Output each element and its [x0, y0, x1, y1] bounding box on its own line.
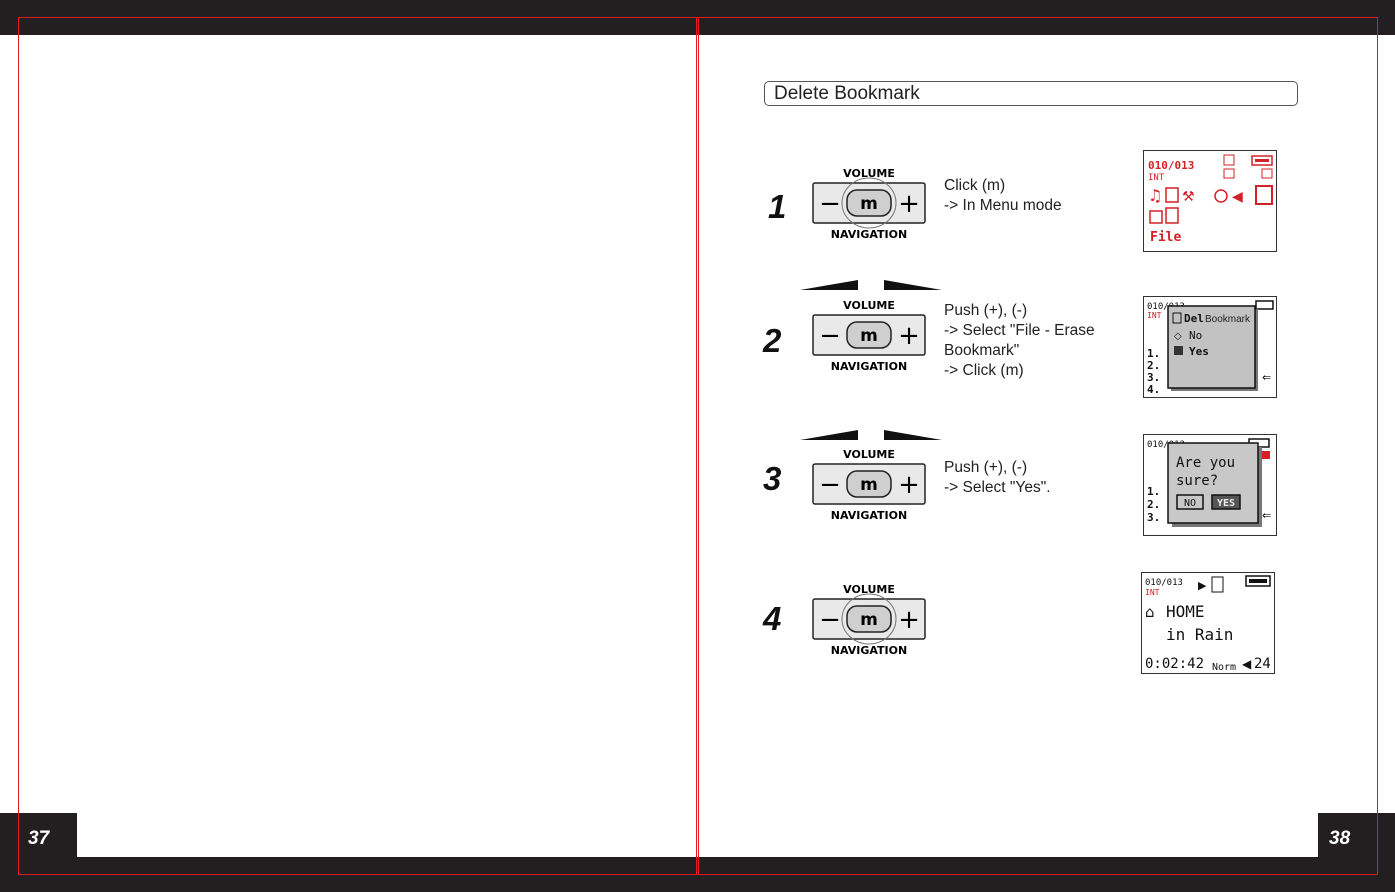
knob-minus: − [819, 470, 841, 500]
card-icon [1262, 169, 1272, 178]
step-number-3: 3 [763, 460, 781, 498]
volume-icon: ◀ [1242, 657, 1252, 671]
doc-icon [1166, 208, 1178, 223]
instruction-line: Push (+), (-) [944, 458, 1051, 478]
page-number-right: 38 [1318, 813, 1395, 857]
list-prefix-3: 3. [1147, 511, 1160, 524]
volume-navigation-knob-2: VOLUME − m + NAVIGATION [806, 292, 936, 382]
arrow-right-icon [884, 280, 942, 290]
speaker-icon: ◀ [1232, 189, 1243, 205]
clock-icon [1215, 190, 1227, 202]
direction-arrows-step3 [800, 426, 942, 442]
eq-mode: Norm [1212, 662, 1236, 673]
lcd-screen-confirm: 010/013 1. 2. 3. ⇐ Are you sure? NO YES [1143, 434, 1277, 536]
instruction-line: -> Select "File - Erase [944, 321, 1095, 341]
knob-m-label: m [860, 475, 878, 495]
spine-line-a [696, 17, 697, 875]
instruction-line: Bookmark" [944, 341, 1095, 361]
dialog-title: Bookmark [1205, 314, 1251, 325]
option-no-label: No [1189, 329, 1202, 342]
song-title-line-2: in Rain [1166, 625, 1233, 644]
step-number-1: 1 [768, 188, 786, 226]
arrow-right-icon [884, 430, 942, 440]
trim-line-right [1377, 17, 1378, 875]
knob-plus: + [898, 605, 920, 635]
knob-navigation-label: NAVIGATION [831, 360, 907, 373]
knob-plus: + [898, 189, 920, 219]
volume-navigation-knob-1: VOLUME − m + NAVIGATION [806, 160, 936, 250]
knob-volume-label: VOLUME [843, 299, 895, 312]
arrow-left-icon [800, 430, 858, 440]
trim-line-left [18, 17, 19, 875]
instruction-line: Click (m) [944, 176, 1062, 196]
repeat-icon [1212, 577, 1223, 592]
grid-icon [1166, 188, 1178, 202]
repeat-icon [1224, 169, 1234, 178]
step-number-4: 4 [763, 600, 781, 638]
list-prefix-4: 4. [1147, 383, 1160, 396]
list-prefix-2: 2. [1147, 498, 1160, 511]
volume-navigation-knob-3: VOLUME − m + NAVIGATION [806, 441, 936, 531]
knob-minus: − [819, 605, 841, 635]
no-button-label: NO [1184, 498, 1196, 509]
list-prefix-1: 1. [1147, 485, 1160, 498]
tool-icon: ⚒ [1182, 189, 1195, 205]
play-icon: ▶ [1198, 579, 1207, 592]
instruction-line: -> Click (m) [944, 361, 1095, 381]
back-arrow-icon: ⇐ [1262, 509, 1271, 522]
knob-minus: − [819, 321, 841, 351]
knob-plus: + [898, 470, 920, 500]
knob-navigation-label: NAVIGATION [831, 644, 907, 657]
track-counter: 010/013 [1148, 159, 1194, 172]
knob-m-label: m [860, 610, 878, 630]
lcd-screen-playback: 010/013 INT ▶ ⌂ HOME in Rain 0:02:42 Nor… [1141, 572, 1275, 674]
file-icon [1256, 186, 1272, 204]
music-icon: ♫ [1148, 186, 1162, 205]
knob-m-label: m [860, 194, 878, 214]
playback-time: 0:02:42 [1145, 656, 1204, 672]
instruction-line: -> Select "Yes". [944, 478, 1051, 498]
mode-icon [1224, 155, 1234, 165]
section-title: Delete Bookmark [764, 81, 1298, 106]
option-no-marker: ◇ [1174, 331, 1182, 342]
back-arrow-icon: ⇐ [1262, 371, 1271, 384]
knob-navigation-label: NAVIGATION [831, 228, 907, 241]
arrow-left-icon [800, 280, 858, 290]
battery-icon [1256, 301, 1273, 309]
knob-minus: − [819, 189, 841, 219]
volume-level: 24 [1254, 656, 1271, 672]
confirm-question-line-2: sure? [1176, 473, 1218, 489]
lcd-screen-delete-dialog: 010/013 INT 1. 2. 3. 4. ⇐ Del Bookmark ◇… [1143, 296, 1277, 398]
storage-label: INT [1148, 173, 1165, 183]
voice-icon [1150, 211, 1162, 223]
page-number-left: 37 [0, 813, 77, 857]
home-icon: ⌂ [1145, 603, 1155, 621]
option-yes-marker [1174, 346, 1183, 355]
volume-navigation-knob-4: VOLUME − m + NAVIGATION [806, 576, 936, 666]
direction-arrows-step2 [800, 276, 942, 292]
storage-label: INT [1145, 588, 1160, 597]
knob-navigation-label: NAVIGATION [831, 509, 907, 522]
step-2-instructions: Push (+), (-) -> Select "File - Erase Bo… [944, 301, 1095, 381]
song-title-line-1: HOME [1166, 602, 1205, 621]
step-number-2: 2 [763, 322, 781, 360]
menu-file-label: File [1150, 230, 1181, 245]
instruction-line: -> In Menu mode [944, 196, 1062, 216]
confirm-question-line-1: Are you [1176, 455, 1235, 471]
spine-line-b [698, 17, 699, 875]
track-counter: 010/013 [1145, 578, 1183, 588]
yes-button-label: YES [1217, 498, 1235, 509]
knob-volume-label: VOLUME [843, 448, 895, 461]
step-1-instructions: Click (m) -> In Menu mode [944, 176, 1062, 216]
option-yes-label: Yes [1189, 345, 1209, 358]
storage-label: INT [1147, 311, 1162, 320]
lcd-screen-menu: 010/013 INT ♫ ⚒ ◀ File [1143, 150, 1277, 252]
step-3-instructions: Push (+), (-) -> Select "Yes". [944, 458, 1051, 498]
dialog-title-prefix: Del [1184, 312, 1204, 325]
knob-plus: + [898, 321, 920, 351]
knob-m-label: m [860, 326, 878, 346]
instruction-line: Push (+), (-) [944, 301, 1095, 321]
